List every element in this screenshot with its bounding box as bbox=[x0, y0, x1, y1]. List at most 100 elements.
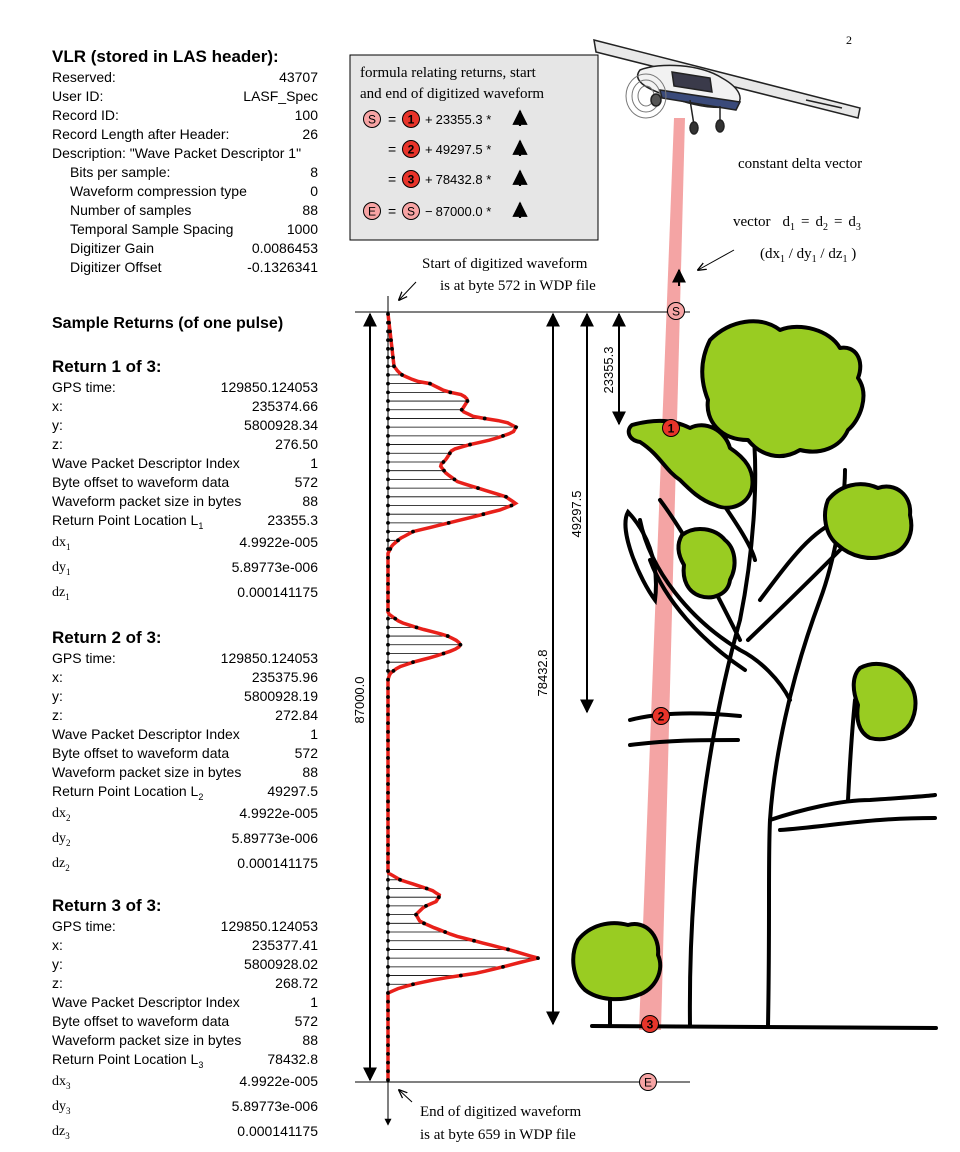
field-label: Temporal Sample Spacing bbox=[70, 221, 234, 237]
field-label: Waveform packet size in bytes bbox=[52, 1032, 242, 1048]
axis-sample-dot bbox=[386, 773, 390, 778]
axis-sample-dot bbox=[386, 616, 390, 621]
field-value: 235374.66 bbox=[251, 398, 318, 414]
field-value: 88 bbox=[302, 1032, 318, 1048]
field-label: dx1 bbox=[52, 535, 71, 552]
axis-sample-dot bbox=[386, 608, 390, 612]
axis-sample-dot bbox=[386, 877, 390, 882]
vlr-row: Bits per sample:8 bbox=[52, 163, 318, 182]
axis-sample-dot bbox=[386, 973, 390, 978]
svg-text:=: = bbox=[388, 171, 396, 187]
vlr-row: Description: "Wave Packet Descriptor 1" bbox=[52, 144, 318, 163]
vlr-row: Reserved:43707 bbox=[52, 68, 318, 87]
field-value: 78432.8 bbox=[267, 1051, 318, 1067]
field-label: dy3 bbox=[52, 1099, 71, 1116]
field-label: dx2 bbox=[52, 806, 71, 823]
waveform-sample-dot bbox=[452, 477, 457, 482]
axis-sample-dot bbox=[386, 660, 390, 665]
axis-sample-dot bbox=[386, 529, 390, 534]
field-label: Record Length after Header: bbox=[52, 126, 230, 142]
waveform-sample-dot bbox=[504, 494, 508, 499]
axis-sample-dot bbox=[386, 433, 390, 438]
return-row: z:272.84 bbox=[52, 706, 318, 725]
vector-pointer bbox=[698, 249, 735, 270]
field-value: 4.9922e-005 bbox=[239, 1073, 318, 1089]
axis-sample-dot bbox=[386, 486, 390, 490]
axis-sample-dot bbox=[386, 904, 390, 908]
field-value: 26 bbox=[302, 126, 318, 142]
axis-sample-dot bbox=[386, 442, 390, 447]
field-label: Byte offset to waveform data bbox=[52, 1013, 230, 1029]
field-label: dz2 bbox=[52, 856, 70, 873]
vlr-row: Temporal Sample Spacing 1000 bbox=[52, 220, 318, 239]
axis-sample-dot bbox=[386, 338, 390, 343]
field-value: 100 bbox=[294, 107, 318, 123]
axis-sample-dots bbox=[386, 312, 390, 1082]
return-row: GPS time:129850.124053 bbox=[52, 917, 318, 936]
svg-text:−87000.0 *: −87000.0 * bbox=[425, 204, 491, 219]
field-label: x: bbox=[52, 398, 63, 414]
field-value: 0.000141175 bbox=[237, 584, 318, 600]
axis-sample-dot bbox=[386, 695, 390, 699]
foliage bbox=[571, 319, 918, 1002]
axis-sample-dot bbox=[386, 764, 390, 769]
axis-sample-dot bbox=[386, 1078, 390, 1082]
field-label: Waveform packet size in bytes bbox=[52, 764, 242, 780]
axis-sample-dot bbox=[386, 329, 390, 334]
axis-sample-dot bbox=[386, 590, 390, 595]
axis-sample-dot bbox=[386, 1008, 390, 1013]
field-label: Return Point Location L1 bbox=[52, 512, 204, 531]
field-label: Waveform packet size in bytes bbox=[52, 493, 242, 509]
end-label-line2: is at byte 659 in WDP file bbox=[420, 1127, 576, 1143]
field-label: GPS time: bbox=[52, 650, 116, 666]
svg-text:=: = bbox=[388, 111, 396, 127]
axis-sample-dot bbox=[386, 964, 390, 969]
waveform-sample-dot bbox=[428, 381, 432, 386]
field-value: 235375.96 bbox=[251, 669, 318, 685]
axis-sample-dot bbox=[386, 860, 390, 865]
axis-sample-dot bbox=[386, 947, 390, 952]
field-label: Return Point Location L2 bbox=[52, 783, 204, 802]
waveform-sample-dot bbox=[482, 416, 487, 421]
formula-line: =3+78432.8 * bbox=[388, 169, 528, 188]
field-label: dy2 bbox=[52, 831, 71, 848]
axis-sample-dot bbox=[386, 834, 390, 839]
field-label: dz3 bbox=[52, 1124, 70, 1141]
field-value: 268.72 bbox=[275, 975, 318, 991]
field-value: 572 bbox=[294, 745, 318, 761]
axis-sample-dot bbox=[386, 1051, 390, 1056]
axis-sample-dot bbox=[386, 581, 390, 586]
waveform-sample-dot bbox=[392, 364, 396, 369]
formula-title-line1: formula relating returns, start bbox=[360, 65, 537, 81]
field-value: 1000 bbox=[286, 221, 318, 237]
field-value: 572 bbox=[294, 474, 318, 490]
axis-sample-dot bbox=[386, 1025, 390, 1030]
waveform-sample-dot bbox=[536, 956, 540, 961]
axis-sample-dot bbox=[386, 808, 390, 813]
start-pointer bbox=[399, 281, 417, 300]
waveform-sample-dot bbox=[445, 634, 450, 638]
axis-sample-dot bbox=[386, 564, 390, 569]
svg-text:2: 2 bbox=[408, 143, 415, 157]
svg-text:S: S bbox=[407, 205, 415, 219]
field-label: Reserved: bbox=[52, 69, 116, 85]
field-label: dy1 bbox=[52, 560, 71, 577]
waveform-sample-dot bbox=[393, 616, 398, 621]
axis-sample-dot bbox=[386, 703, 390, 708]
field-value: 0.0086453 bbox=[251, 240, 318, 256]
waveform-sample-dot bbox=[465, 399, 470, 403]
waveform-sample-dot bbox=[414, 625, 419, 630]
axis-sample-dot bbox=[386, 843, 390, 847]
axis-sample-dot bbox=[386, 921, 390, 926]
field-label: Wave Packet Descriptor Index bbox=[52, 455, 240, 471]
field-label: Byte offset to waveform data bbox=[52, 745, 230, 761]
